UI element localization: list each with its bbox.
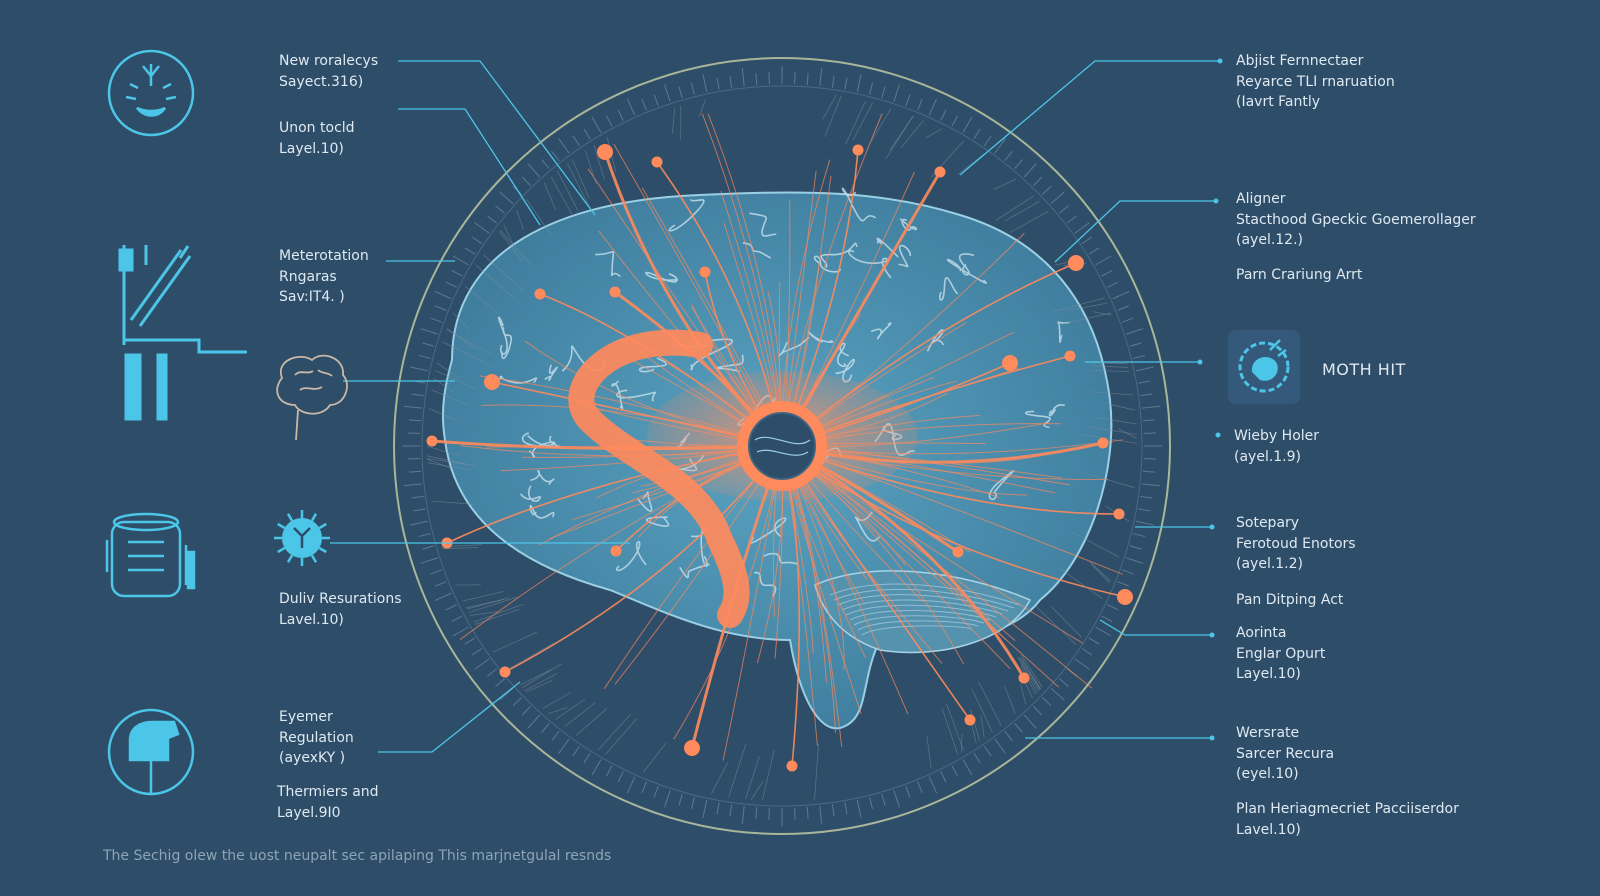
- neuron-terminals: [426, 144, 1133, 772]
- tools-icon: [118, 245, 247, 421]
- outer-ring: [393, 57, 1171, 835]
- footer-caption: The Sechig olew the uost neupalt sec api…: [103, 848, 612, 864]
- neuron-axon: [568, 329, 750, 628]
- face-icon: [107, 49, 195, 137]
- brain-outline-icon: [276, 354, 348, 441]
- battery-icon: [105, 512, 196, 598]
- right-label-3: Parn Crariung Arrt: [1236, 267, 1363, 283]
- neuron-nucleus: [748, 412, 816, 480]
- connector-lines: [330, 60, 1220, 753]
- right-label-4: Wieby Holer(ayel.1.9): [1234, 428, 1320, 465]
- brain-gear-icon: [1228, 330, 1300, 404]
- badge-label: MOTH HIT: [1322, 360, 1406, 379]
- right-label-6: Pan Ditping Act: [1236, 592, 1344, 608]
- bird-icon: [107, 708, 195, 796]
- virus-icon: [274, 510, 330, 566]
